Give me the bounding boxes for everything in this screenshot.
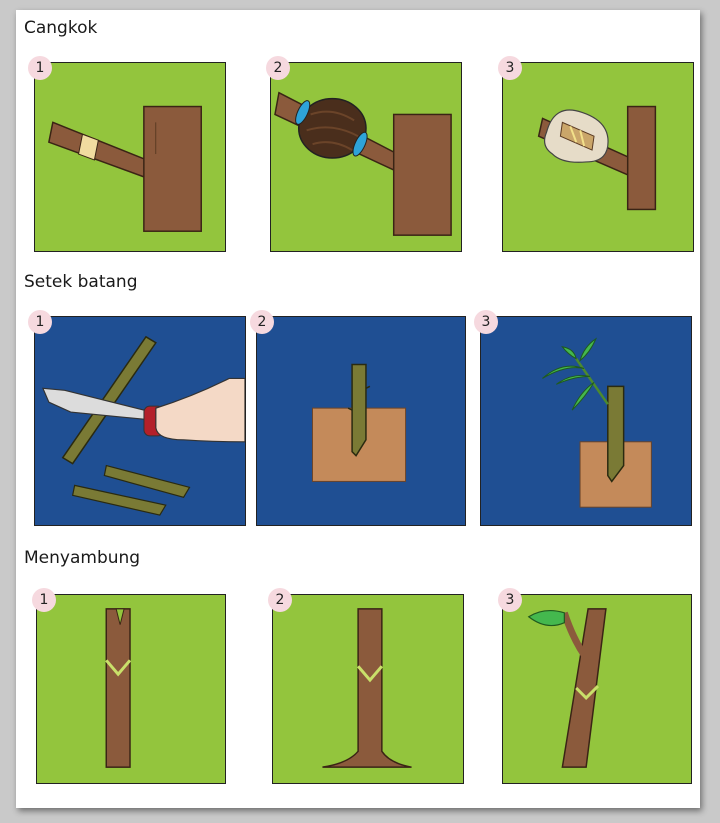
setek-step-3-illustration (542, 337, 652, 508)
section-title-setek-batang: Setek batang (24, 272, 138, 292)
cangkok-step-3-illustration (537, 105, 657, 211)
cangkok-step-2-badge: 2 (266, 56, 290, 80)
section-title-menyambung: Menyambung (24, 548, 141, 568)
menyambung-step-3-panel (502, 594, 692, 784)
menyambung-step-2-badge: 2 (268, 588, 292, 612)
cangkok-step-2-panel (270, 62, 462, 252)
menyambung-step-1-illustration (105, 608, 132, 768)
menyambung-step-1-badge: 1 (32, 588, 56, 612)
setek-step-3-badge: 3 (474, 310, 498, 334)
setek-step-1-badge: 1 (28, 310, 52, 334)
menyambung-step-2-illustration (322, 608, 412, 768)
menyambung-step-3-illustration (527, 608, 607, 768)
setek-step-2-panel (256, 316, 466, 526)
cangkok-step-2-illustration (274, 91, 452, 236)
setek-step-2-badge: 2 (250, 310, 274, 334)
cangkok-step-1-badge: 1 (28, 56, 52, 80)
menyambung-step-2-panel (272, 594, 464, 784)
cangkok-step-3-panel (502, 62, 694, 252)
setek-step-3-panel (480, 316, 692, 526)
cangkok-step-1-panel (34, 62, 226, 252)
menyambung-step-1-panel (36, 594, 226, 784)
section-title-cangkok: Cangkok (24, 18, 98, 38)
cangkok-step-3-badge: 3 (498, 56, 522, 80)
setek-step-2-illustration (311, 363, 407, 482)
setek-step-1-illustration (41, 335, 245, 516)
cangkok-step-1-illustration (48, 105, 202, 232)
menyambung-step-3-badge: 3 (498, 588, 522, 612)
setek-step-1-panel (34, 316, 246, 526)
diagram-sheet: Cangkok 1 2 3 Setek batang (16, 10, 700, 808)
